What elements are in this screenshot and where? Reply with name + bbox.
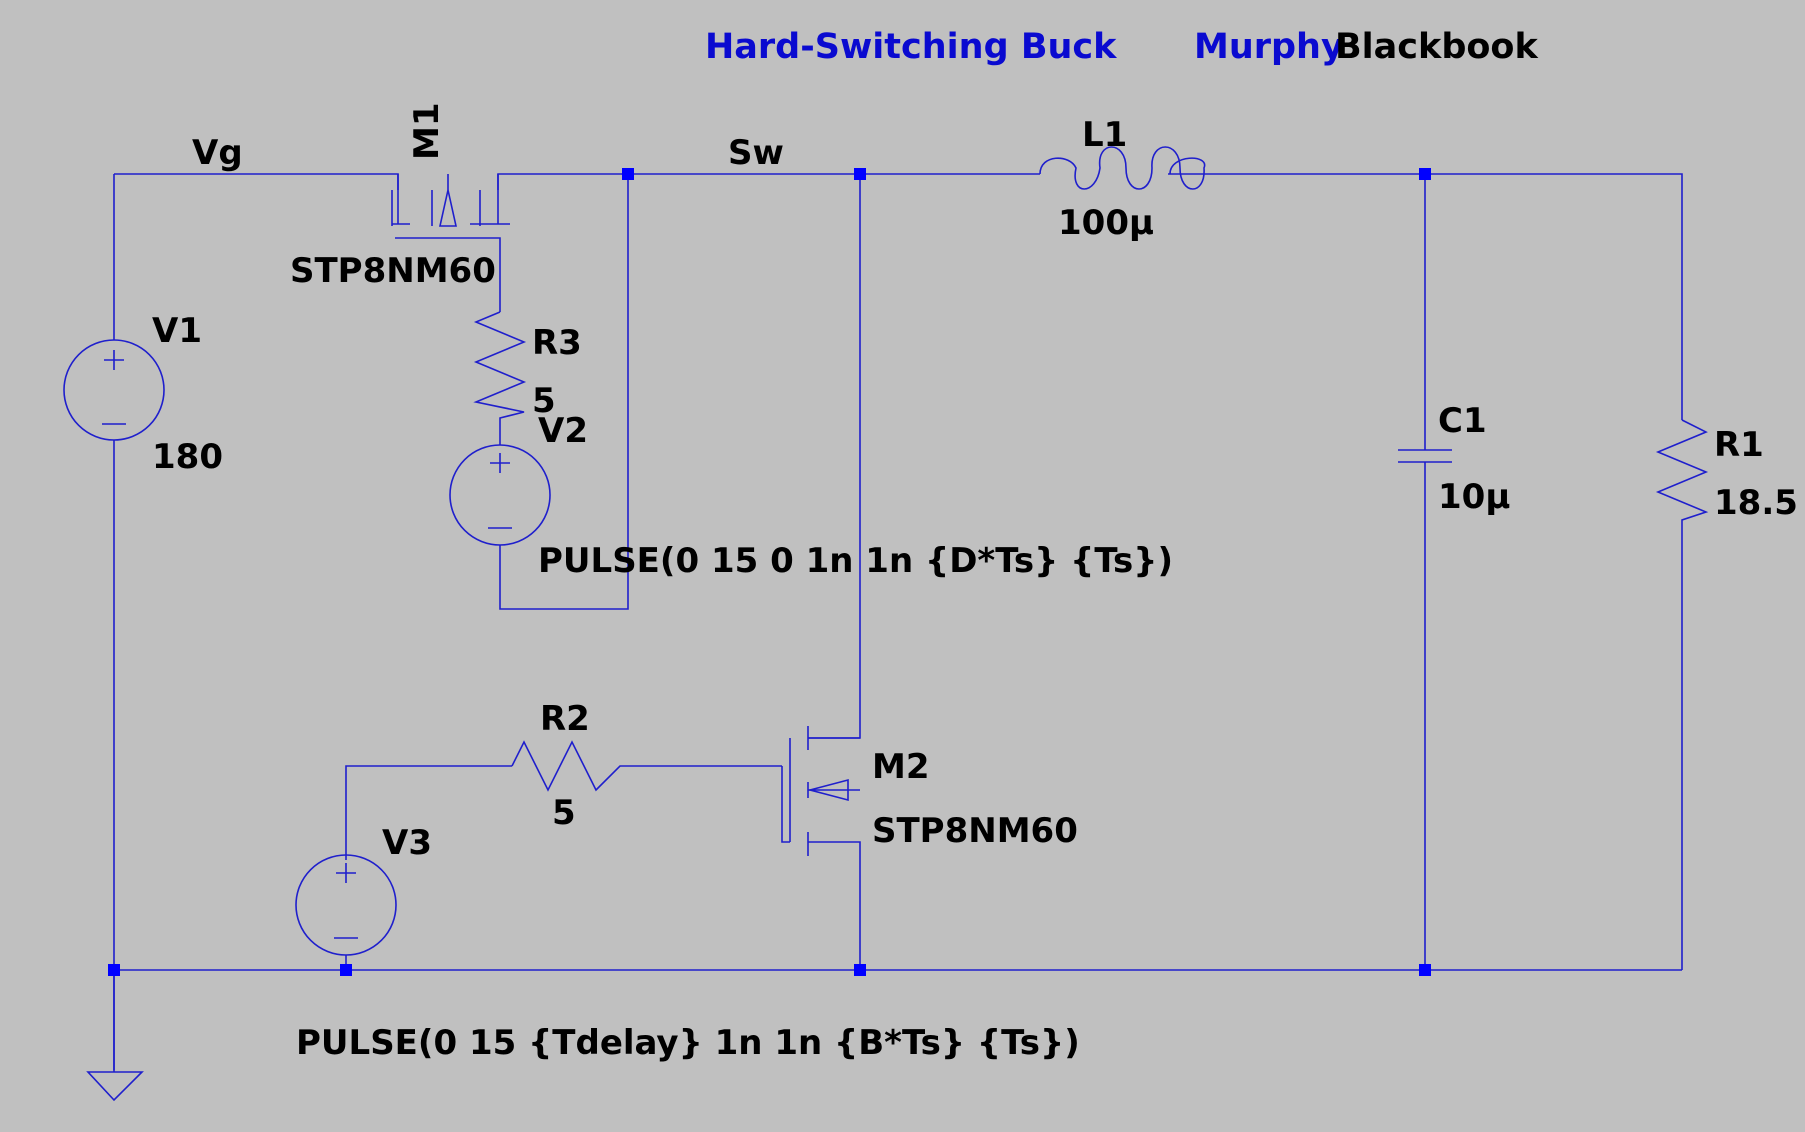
schematic-title: Hard-Switching Buck	[705, 27, 1117, 67]
junction-dot	[1419, 168, 1431, 180]
v1-name: V1	[152, 311, 202, 351]
v2-source	[449, 444, 551, 546]
v2-name: V2	[538, 411, 588, 451]
m2-model: STP8NM60	[872, 811, 1078, 851]
junction-dot	[340, 964, 352, 976]
junction-dot	[108, 964, 120, 976]
c1-name: C1	[1438, 401, 1487, 441]
v2-value: PULSE(0 15 0 1n 1n {D*Ts} {Ts})	[538, 541, 1173, 581]
l1-value: 100µ	[1058, 203, 1154, 243]
author-last-name: Blackbook	[1335, 27, 1538, 67]
r3-name: R3	[532, 323, 582, 363]
r1-name: R1	[1714, 425, 1764, 465]
junction-dot	[1419, 964, 1431, 976]
junction-dot	[854, 168, 866, 180]
net-label-sw: Sw	[728, 133, 784, 173]
r2-name: R2	[540, 699, 590, 739]
r1-value: 18.5	[1714, 483, 1798, 523]
net-label-vg: Vg	[192, 133, 243, 173]
v3-name: V3	[382, 823, 432, 863]
c1-value: 10µ	[1438, 477, 1510, 517]
r2-value: 5	[552, 793, 576, 833]
junction-dot	[854, 964, 866, 976]
m1-name: M1	[407, 103, 447, 161]
junctions	[108, 168, 1431, 976]
v1-source	[63, 339, 165, 441]
r3-value: 5	[532, 381, 556, 421]
m2-name: M2	[872, 747, 930, 787]
junction-dot	[622, 168, 634, 180]
v3-source	[295, 854, 397, 956]
v1-value: 180	[152, 437, 223, 477]
v3-value: PULSE(0 15 {Tdelay} 1n 1n {B*Ts} {Ts})	[296, 1023, 1080, 1063]
l1-name: L1	[1082, 115, 1127, 155]
m1-model: STP8NM60	[290, 251, 496, 291]
author-first-name: Murphy	[1194, 27, 1344, 67]
